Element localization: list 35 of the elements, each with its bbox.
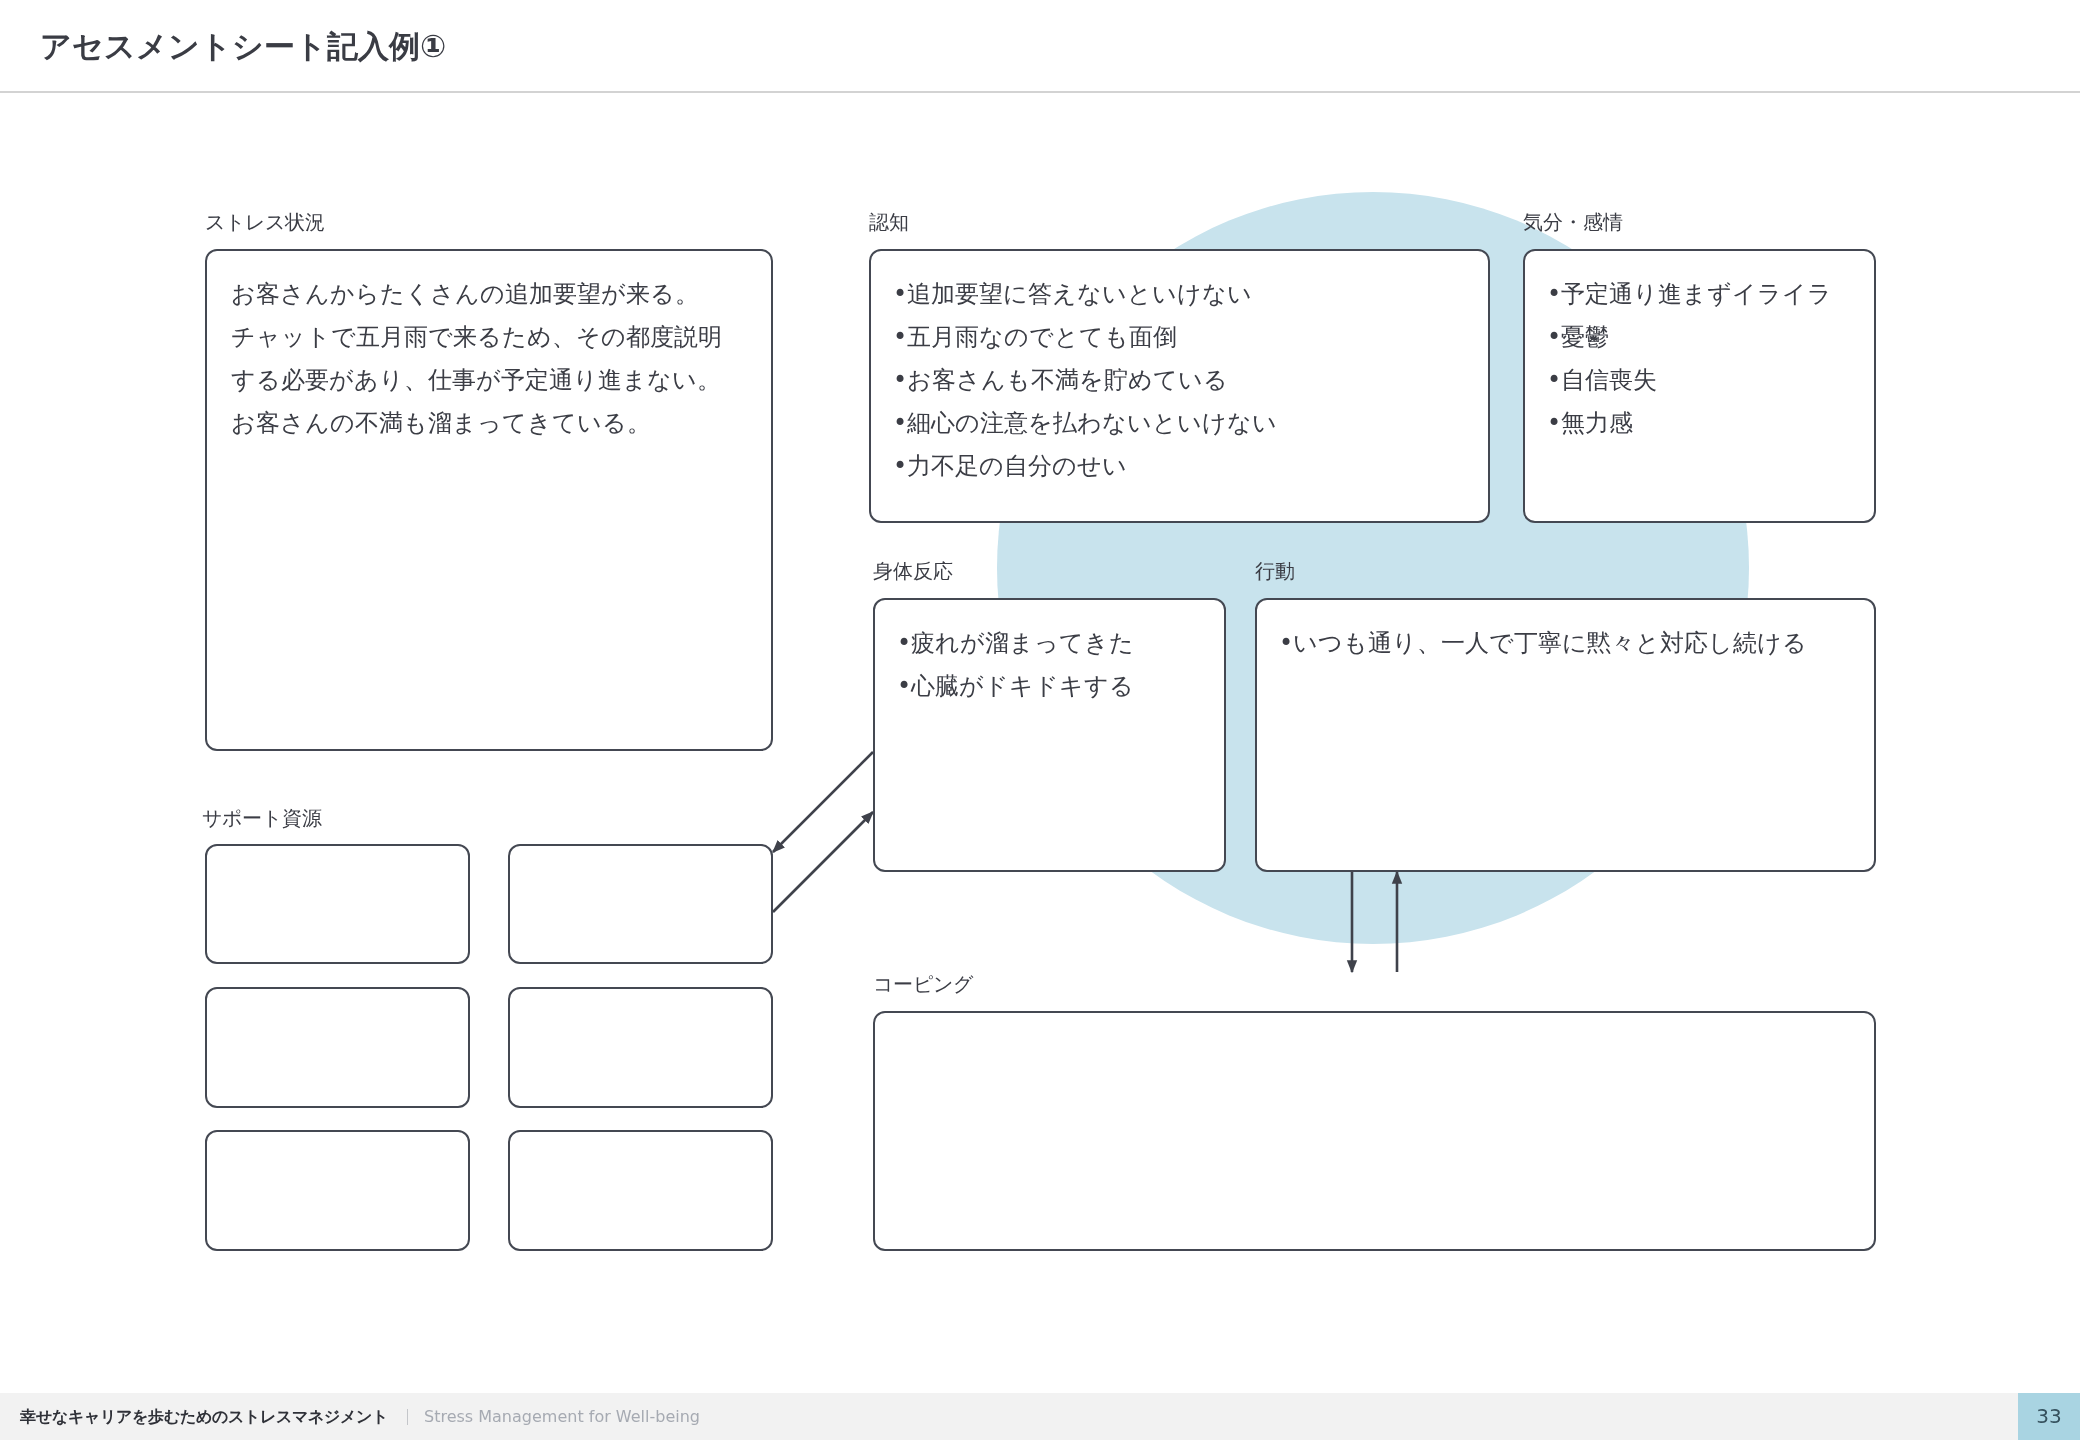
section-heading: ストレス状況 — [205, 210, 326, 234]
bullet-item: •自信喪失 — [1547, 365, 1659, 396]
paragraph: チャットで五月雨で来るため、その都度説明する必要があり、仕事が予定通り進まない。お客さんの不満も溜まってきている。 — [231, 322, 723, 439]
answer-box — [205, 987, 470, 1108]
arrow — [1346, 872, 1358, 974]
section-heading: 気分・感情 — [1523, 210, 1624, 234]
arrow — [772, 811, 874, 913]
section-heading: コーピング — [873, 972, 974, 996]
answer-box — [508, 1130, 773, 1251]
bullet-item: •予定通り進まずイライラ — [1547, 279, 1834, 310]
arrow — [772, 751, 874, 853]
section-heading: 認知 — [869, 210, 910, 234]
arrow — [1391, 870, 1403, 972]
bullet-item: •いつも通り、一人で丁寧に黙々と対応し続ける — [1279, 628, 1809, 659]
page-title: アセスメントシート記入例① — [40, 28, 447, 64]
bullet-item: •お客さんも不満を貯めている — [893, 365, 1230, 396]
section-heading: 行動 — [1255, 559, 1296, 583]
section-heading: サポート資源 — [202, 806, 322, 830]
bullet-item: •追加要望に答えないといけない — [893, 279, 1254, 310]
bullet-item: •力不足の自分のせい — [893, 451, 1129, 482]
bullet-item: •五月雨なのでとても面倒 — [893, 322, 1179, 353]
footer-subtitle: Stress Management for Well-being — [424, 1406, 700, 1428]
footer-title: 幸せなキャリアを歩むためのストレスマネジメント — [20, 1406, 388, 1428]
bullet-item: •憂鬱 — [1547, 322, 1611, 353]
answer-box — [205, 1130, 470, 1251]
section-heading: 身体反応 — [873, 559, 954, 583]
bullet-item: •細心の注意を払わないといけない — [893, 408, 1279, 439]
answer-box — [508, 987, 773, 1108]
bullet-item: •疲れが溜まってきた — [897, 628, 1136, 659]
bullet-item: •無力感 — [1547, 408, 1635, 439]
page-number: 33 — [2018, 1393, 2080, 1440]
answer-box — [205, 844, 470, 964]
paragraph: お客さんからたくさんの追加要望が来る。 — [231, 279, 700, 310]
bullet-item: •心臓がドキドキする — [897, 671, 1136, 702]
answer-box — [508, 844, 773, 964]
